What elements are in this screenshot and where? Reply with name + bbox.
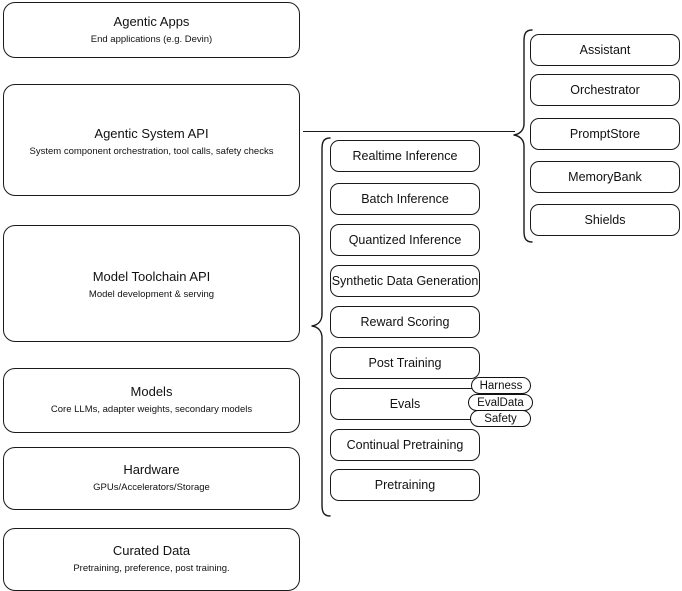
capability-label: Pretraining bbox=[374, 477, 436, 492]
system-component-chip-promptstore[interactable]: PromptStore bbox=[530, 118, 680, 150]
capability-label: Synthetic Data Generation bbox=[331, 273, 479, 288]
capability-label: Quantized Inference bbox=[348, 232, 462, 247]
system-component-label: MemoryBank bbox=[568, 169, 642, 184]
layer-subtitle: Model development & serving bbox=[88, 288, 215, 300]
capability-label: Realtime Inference bbox=[352, 148, 458, 163]
eval-badge-evaldata[interactable]: EvalData bbox=[468, 394, 533, 411]
layer-box-hardware[interactable]: Hardware GPUs/Accelerators/Storage bbox=[3, 447, 300, 510]
layer-title: Agentic System API bbox=[94, 126, 209, 141]
capability-label: Continual Pretraining bbox=[346, 437, 464, 452]
system-component-label: Shields bbox=[584, 212, 626, 227]
layer-title: Agentic Apps bbox=[113, 13, 190, 29]
connector-line-system-api-to-components bbox=[303, 131, 515, 132]
eval-badge-label: EvalData bbox=[477, 396, 524, 409]
layer-box-agentic-system-api[interactable]: Agentic System API System component orch… bbox=[3, 84, 300, 196]
layer-subtitle: GPUs/Accelerators/Storage bbox=[93, 482, 210, 493]
layer-title: Models bbox=[130, 384, 173, 400]
layer-title: Hardware bbox=[123, 462, 180, 478]
layer-subtitle: Pretraining, preference, post training. bbox=[73, 563, 230, 574]
capability-chip-post-training[interactable]: Post Training bbox=[330, 347, 480, 379]
capability-chip-continual-pretraining[interactable]: Continual Pretraining bbox=[330, 429, 480, 461]
eval-badge-safety[interactable]: Safety bbox=[470, 410, 531, 427]
eval-badge-harness[interactable]: Harness bbox=[471, 377, 531, 394]
brace-system-components bbox=[512, 28, 534, 246]
system-component-chip-assistant[interactable]: Assistant bbox=[530, 34, 680, 66]
layer-subtitle: System component orchestration, tool cal… bbox=[29, 145, 274, 157]
system-component-label: Assistant bbox=[579, 42, 631, 57]
layer-box-agentic-apps[interactable]: Agentic Apps End applications (e.g. Devi… bbox=[3, 2, 300, 58]
layer-title: Model Toolchain API bbox=[92, 269, 211, 284]
capability-label: Evals bbox=[389, 396, 421, 411]
capability-chip-quantized-inference[interactable]: Quantized Inference bbox=[330, 224, 480, 256]
system-component-chip-shields[interactable]: Shields bbox=[530, 204, 680, 236]
capability-chip-reward-scoring[interactable]: Reward Scoring bbox=[330, 306, 480, 338]
layer-title: Curated Data bbox=[112, 543, 191, 559]
system-component-chip-orchestrator[interactable]: Orchestrator bbox=[530, 74, 680, 106]
capability-chip-batch-inference[interactable]: Batch Inference bbox=[330, 183, 480, 215]
eval-badge-label: Safety bbox=[484, 412, 517, 425]
capability-label: Reward Scoring bbox=[360, 314, 450, 329]
system-component-chip-memorybank[interactable]: MemoryBank bbox=[530, 161, 680, 193]
system-component-label: Orchestrator bbox=[570, 82, 640, 97]
layer-box-model-toolchain-api[interactable]: Model Toolchain API Model development & … bbox=[3, 225, 300, 342]
capability-chip-realtime-inference[interactable]: Realtime Inference bbox=[330, 140, 480, 172]
layer-box-curated-data[interactable]: Curated Data Pretraining, preference, po… bbox=[3, 528, 300, 591]
capability-label: Batch Inference bbox=[361, 191, 449, 206]
system-component-label: PromptStore bbox=[569, 126, 641, 141]
layer-box-models[interactable]: Models Core LLMs, adapter weights, secon… bbox=[3, 368, 300, 433]
brace-toolchain-capabilities bbox=[310, 136, 332, 520]
capability-label: Post Training bbox=[368, 355, 442, 370]
capability-chip-synthetic-data-generation[interactable]: Synthetic Data Generation bbox=[330, 265, 480, 297]
capability-chip-pretraining[interactable]: Pretraining bbox=[330, 469, 480, 501]
layer-subtitle: Core LLMs, adapter weights, secondary mo… bbox=[50, 404, 253, 415]
eval-badge-label: Harness bbox=[479, 379, 523, 392]
layer-subtitle: End applications (e.g. Devin) bbox=[90, 33, 213, 45]
capability-chip-evals[interactable]: Evals bbox=[330, 388, 480, 420]
